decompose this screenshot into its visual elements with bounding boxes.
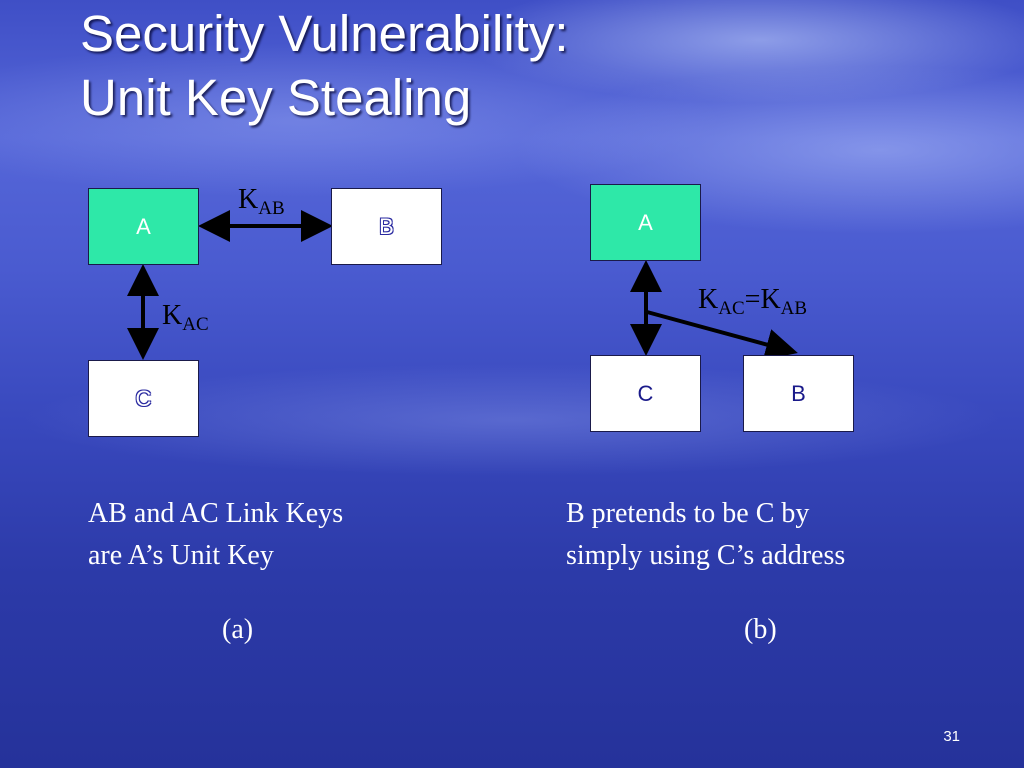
node-c-right: C	[590, 355, 701, 432]
node-b-right: B	[743, 355, 854, 432]
caption-b: B pretends to be C by simply using C’s a…	[566, 498, 846, 571]
node-c-left-label: C	[135, 385, 152, 411]
key-ab-label: KAB	[238, 184, 285, 219]
slide-title-line-2: Unit Key Stealing	[80, 69, 472, 126]
label-a: (a)	[222, 614, 254, 645]
slide-title: Security Vulnerability: Unit Key Stealin…	[80, 2, 568, 130]
node-a-left: A	[88, 188, 199, 265]
node-b-left: B	[331, 188, 442, 265]
node-a-left-label: A	[136, 213, 151, 239]
node-a-right: A	[590, 184, 701, 261]
slide-title-line-1: Security Vulnerability:	[80, 5, 569, 62]
caption-a: AB and AC Link Keys are A’s Unit Key	[88, 498, 344, 571]
label-b: (b)	[744, 614, 777, 645]
node-a-right-label: A	[638, 209, 653, 235]
page-number: 31	[943, 728, 960, 745]
arrow-b-to-b	[646, 310, 798, 361]
node-c-right-label: C	[637, 380, 654, 406]
key-ac-label: KAC	[162, 300, 209, 335]
key-ac-equals-ab-label: KAC=KAB	[698, 284, 808, 319]
node-b-right-label: B	[791, 380, 806, 406]
node-c-left: C	[88, 360, 199, 437]
node-b-left-label: B	[379, 213, 394, 239]
